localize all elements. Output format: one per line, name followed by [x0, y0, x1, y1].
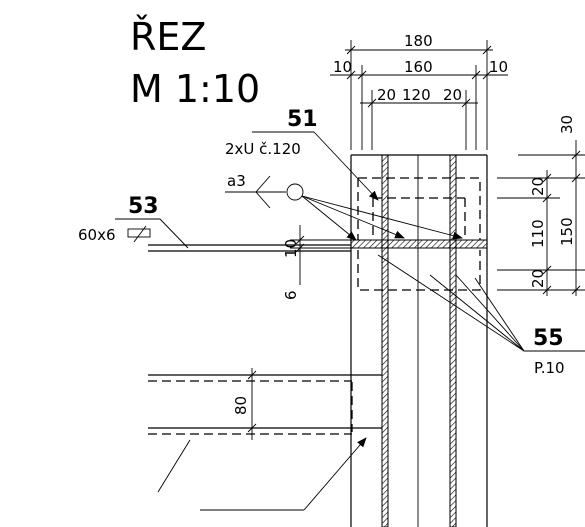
- label-55-spec: P.10: [534, 359, 565, 377]
- dim-20-right: 20: [443, 86, 462, 104]
- drawing-scale: M 1:10: [130, 67, 260, 111]
- dim-120: 120: [402, 86, 431, 104]
- column-body: [350, 154, 488, 527]
- channel-web-left: [381, 154, 389, 527]
- dim-110: 110: [529, 219, 547, 248]
- beam-dimension: [247, 368, 257, 440]
- label-53-spec: 60x6: [78, 226, 116, 244]
- hidden-lines: [351, 177, 481, 432]
- flat-bar-53: [148, 244, 351, 252]
- dim-180: 180: [404, 32, 433, 50]
- drawing-title: ŘEZ: [130, 15, 206, 59]
- plate-p10: [350, 239, 488, 249]
- flat-bar-symbol: [127, 225, 151, 243]
- dim-160: 160: [404, 58, 433, 76]
- top-dimensions: [330, 40, 508, 150]
- label-53: 53: [128, 194, 159, 219]
- dim-10-right: 10: [489, 58, 508, 76]
- dim-20-bottom: 20: [529, 269, 547, 288]
- leaders-55: [377, 254, 525, 352]
- dim-80: 80: [232, 396, 250, 415]
- label-51: 51: [287, 107, 318, 132]
- leader-53: [159, 218, 189, 249]
- label-55: 55: [533, 326, 564, 351]
- dim-20-left: 20: [377, 86, 396, 104]
- dim-6: 6: [282, 290, 300, 300]
- plate-dimensions: [290, 225, 351, 285]
- dim-150: 150: [558, 217, 576, 246]
- beam-section: [148, 374, 382, 435]
- dim-10-left: 10: [333, 58, 352, 76]
- label-51-spec: 2xU č.120: [225, 140, 301, 158]
- channel-web-right: [449, 154, 457, 527]
- leader-lower-left: [157, 439, 191, 493]
- weld-label-a3: a3: [227, 172, 246, 190]
- leader-51: [313, 131, 379, 201]
- leader-lower-right: [303, 437, 367, 511]
- dim-10-vertical: 10: [282, 239, 300, 258]
- dim-20-top: 20: [529, 177, 547, 196]
- weld-symbol: [225, 175, 463, 241]
- dim-30: 30: [558, 115, 576, 134]
- right-dimensions: [497, 140, 585, 296]
